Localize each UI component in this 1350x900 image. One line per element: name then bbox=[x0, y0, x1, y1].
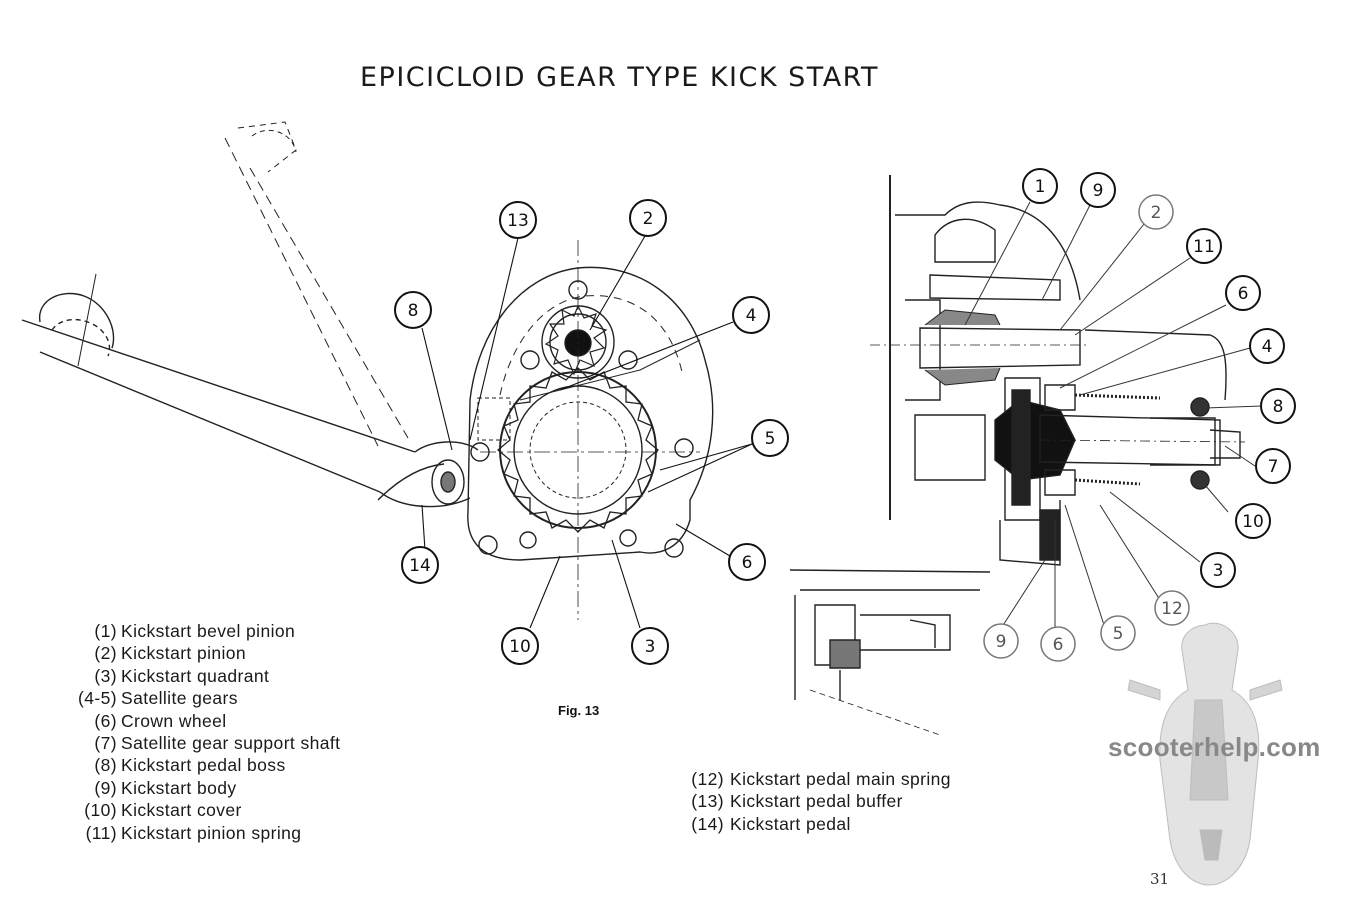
callout-13: 13 bbox=[499, 201, 537, 239]
sectional-view-drawing bbox=[789, 175, 1246, 736]
legend-item: (12)Kickstart pedal main spring bbox=[691, 769, 951, 789]
svg-text:9: 9 bbox=[1093, 181, 1104, 201]
svg-text:13: 13 bbox=[507, 211, 529, 231]
callout-r3: 3 bbox=[1200, 552, 1236, 588]
callout-r1: 1 bbox=[1022, 168, 1058, 204]
svg-text:2: 2 bbox=[1151, 203, 1162, 223]
svg-text:10: 10 bbox=[1242, 512, 1264, 532]
legend-item: (10)Kickstart cover bbox=[84, 800, 242, 821]
svg-text:6: 6 bbox=[1238, 284, 1249, 304]
callout-3: 3 bbox=[631, 627, 669, 665]
callout-r9-lower: 9 bbox=[983, 623, 1019, 659]
figure-label: Fig. 13 bbox=[558, 703, 600, 718]
svg-text:14: 14 bbox=[409, 556, 431, 576]
callout-r5-lower: 5 bbox=[1100, 615, 1136, 651]
legend-item: (7)Satellite gear support shaft bbox=[94, 733, 341, 754]
legend-item: (9)Kickstart body bbox=[94, 777, 237, 798]
svg-text:4: 4 bbox=[746, 306, 757, 326]
svg-text:12: 12 bbox=[1161, 599, 1183, 619]
callout-r9: 9 bbox=[1080, 172, 1116, 208]
callout-r7: 7 bbox=[1255, 448, 1291, 484]
legend-item: (4-5)Satellite gears bbox=[78, 688, 238, 709]
svg-text:9: 9 bbox=[996, 632, 1007, 652]
svg-text:5: 5 bbox=[765, 429, 776, 449]
page-number: 31 bbox=[1150, 870, 1170, 888]
svg-text:6: 6 bbox=[742, 553, 753, 573]
page-title: EPICICLOID GEAR TYPE KICK START bbox=[360, 62, 879, 93]
callout-r11: 11 bbox=[1186, 228, 1222, 264]
svg-text:3: 3 bbox=[1213, 561, 1224, 581]
callout-r6: 6 bbox=[1225, 275, 1261, 311]
svg-text:10: 10 bbox=[509, 637, 531, 657]
svg-text:8: 8 bbox=[1273, 397, 1284, 417]
legend-item: (1)Kickstart bevel pinion bbox=[94, 621, 296, 641]
legend-item: (8)Kickstart pedal boss bbox=[94, 755, 286, 776]
callout-10: 10 bbox=[501, 627, 539, 665]
callout-r8: 8 bbox=[1260, 388, 1296, 424]
legend-item: (14)Kickstart pedal bbox=[691, 813, 851, 834]
callout-r12: 12 bbox=[1154, 590, 1190, 626]
callout-4: 4 bbox=[732, 296, 770, 334]
svg-text:5: 5 bbox=[1113, 624, 1124, 644]
callout-r4: 4 bbox=[1249, 328, 1285, 364]
callout-6: 6 bbox=[728, 543, 766, 581]
callout-r2: 2 bbox=[1138, 194, 1174, 230]
svg-text:11: 11 bbox=[1193, 237, 1215, 257]
callout-5: 5 bbox=[751, 419, 789, 457]
legend-item: (13)Kickstart pedal buffer bbox=[691, 791, 903, 812]
svg-text:1: 1 bbox=[1035, 177, 1046, 197]
svg-text:8: 8 bbox=[408, 301, 419, 321]
legend-item: (3)Kickstart quadrant bbox=[94, 665, 270, 686]
callout-2: 2 bbox=[629, 199, 667, 237]
callout-r6-lower: 6 bbox=[1040, 626, 1076, 662]
kickstart-pedal-drawing bbox=[21, 121, 479, 508]
callout-r10: 10 bbox=[1235, 503, 1271, 539]
legend-item: (6)Crown wheel bbox=[94, 710, 227, 731]
leader-lines-left bbox=[421, 235, 753, 629]
leader-lines-right bbox=[964, 201, 1263, 631]
svg-text:6: 6 bbox=[1053, 635, 1064, 655]
svg-text:4: 4 bbox=[1262, 337, 1273, 357]
legend-item: (11)Kickstart pinion spring bbox=[85, 822, 302, 843]
watermark-text: scooterhelp.com bbox=[1108, 732, 1321, 762]
legend-item: (2)Kickstart pinion bbox=[94, 643, 247, 664]
svg-text:7: 7 bbox=[1268, 457, 1279, 477]
legend-right: (12)Kickstart pedal main spring (13)Kick… bbox=[680, 768, 951, 835]
callout-14: 14 bbox=[401, 546, 439, 584]
svg-text:2: 2 bbox=[643, 209, 654, 229]
svg-text:3: 3 bbox=[645, 637, 656, 657]
scooter-watermark-image bbox=[1127, 622, 1283, 886]
legend-left: (1)Kickstart bevel pinion (2)Kickstart p… bbox=[74, 620, 340, 844]
callout-8: 8 bbox=[394, 291, 432, 329]
